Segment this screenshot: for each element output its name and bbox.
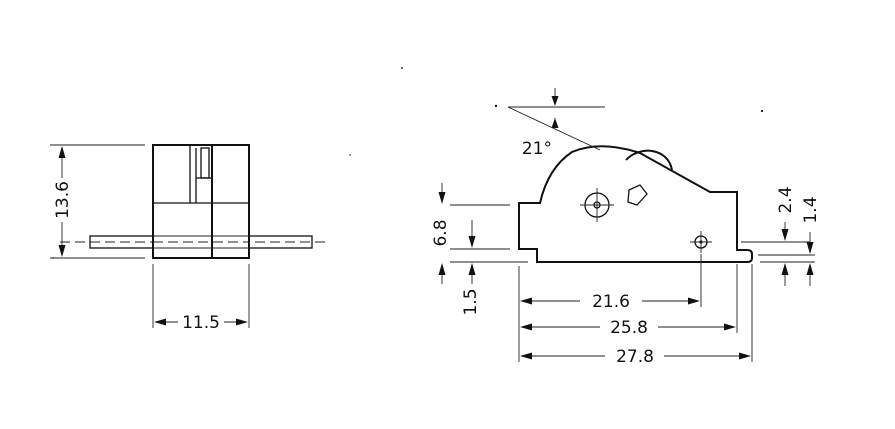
angle-dim: 21°	[522, 139, 552, 159]
front-view: 13.6 11.5	[50, 144, 330, 333]
side-body-outline	[518, 145, 753, 263]
front-height-dim: 13.6	[53, 181, 73, 219]
mid-length-dim: 25.8	[610, 318, 648, 338]
overall-length-dim: 27.8	[616, 347, 654, 367]
large-hole	[580, 188, 614, 222]
scan-specks	[52, 67, 764, 259]
right-upper-dim: 2.4	[776, 186, 796, 213]
side-height-dim: 6.8	[431, 219, 451, 246]
hole-spacing-dim: 21.6	[592, 292, 630, 312]
side-view: 21° 6.8 1.5 21.6 25.8 27.8	[431, 88, 821, 367]
side-roller	[625, 149, 673, 171]
front-width-dim: 11.5	[182, 313, 220, 333]
base-offset-dim: 1.5	[461, 288, 481, 315]
d-shaped-hole	[627, 184, 648, 206]
front-body-left	[152, 144, 213, 259]
front-body-right	[211, 144, 250, 259]
right-lower-dim: 1.4	[801, 196, 821, 223]
small-hole	[690, 231, 712, 253]
